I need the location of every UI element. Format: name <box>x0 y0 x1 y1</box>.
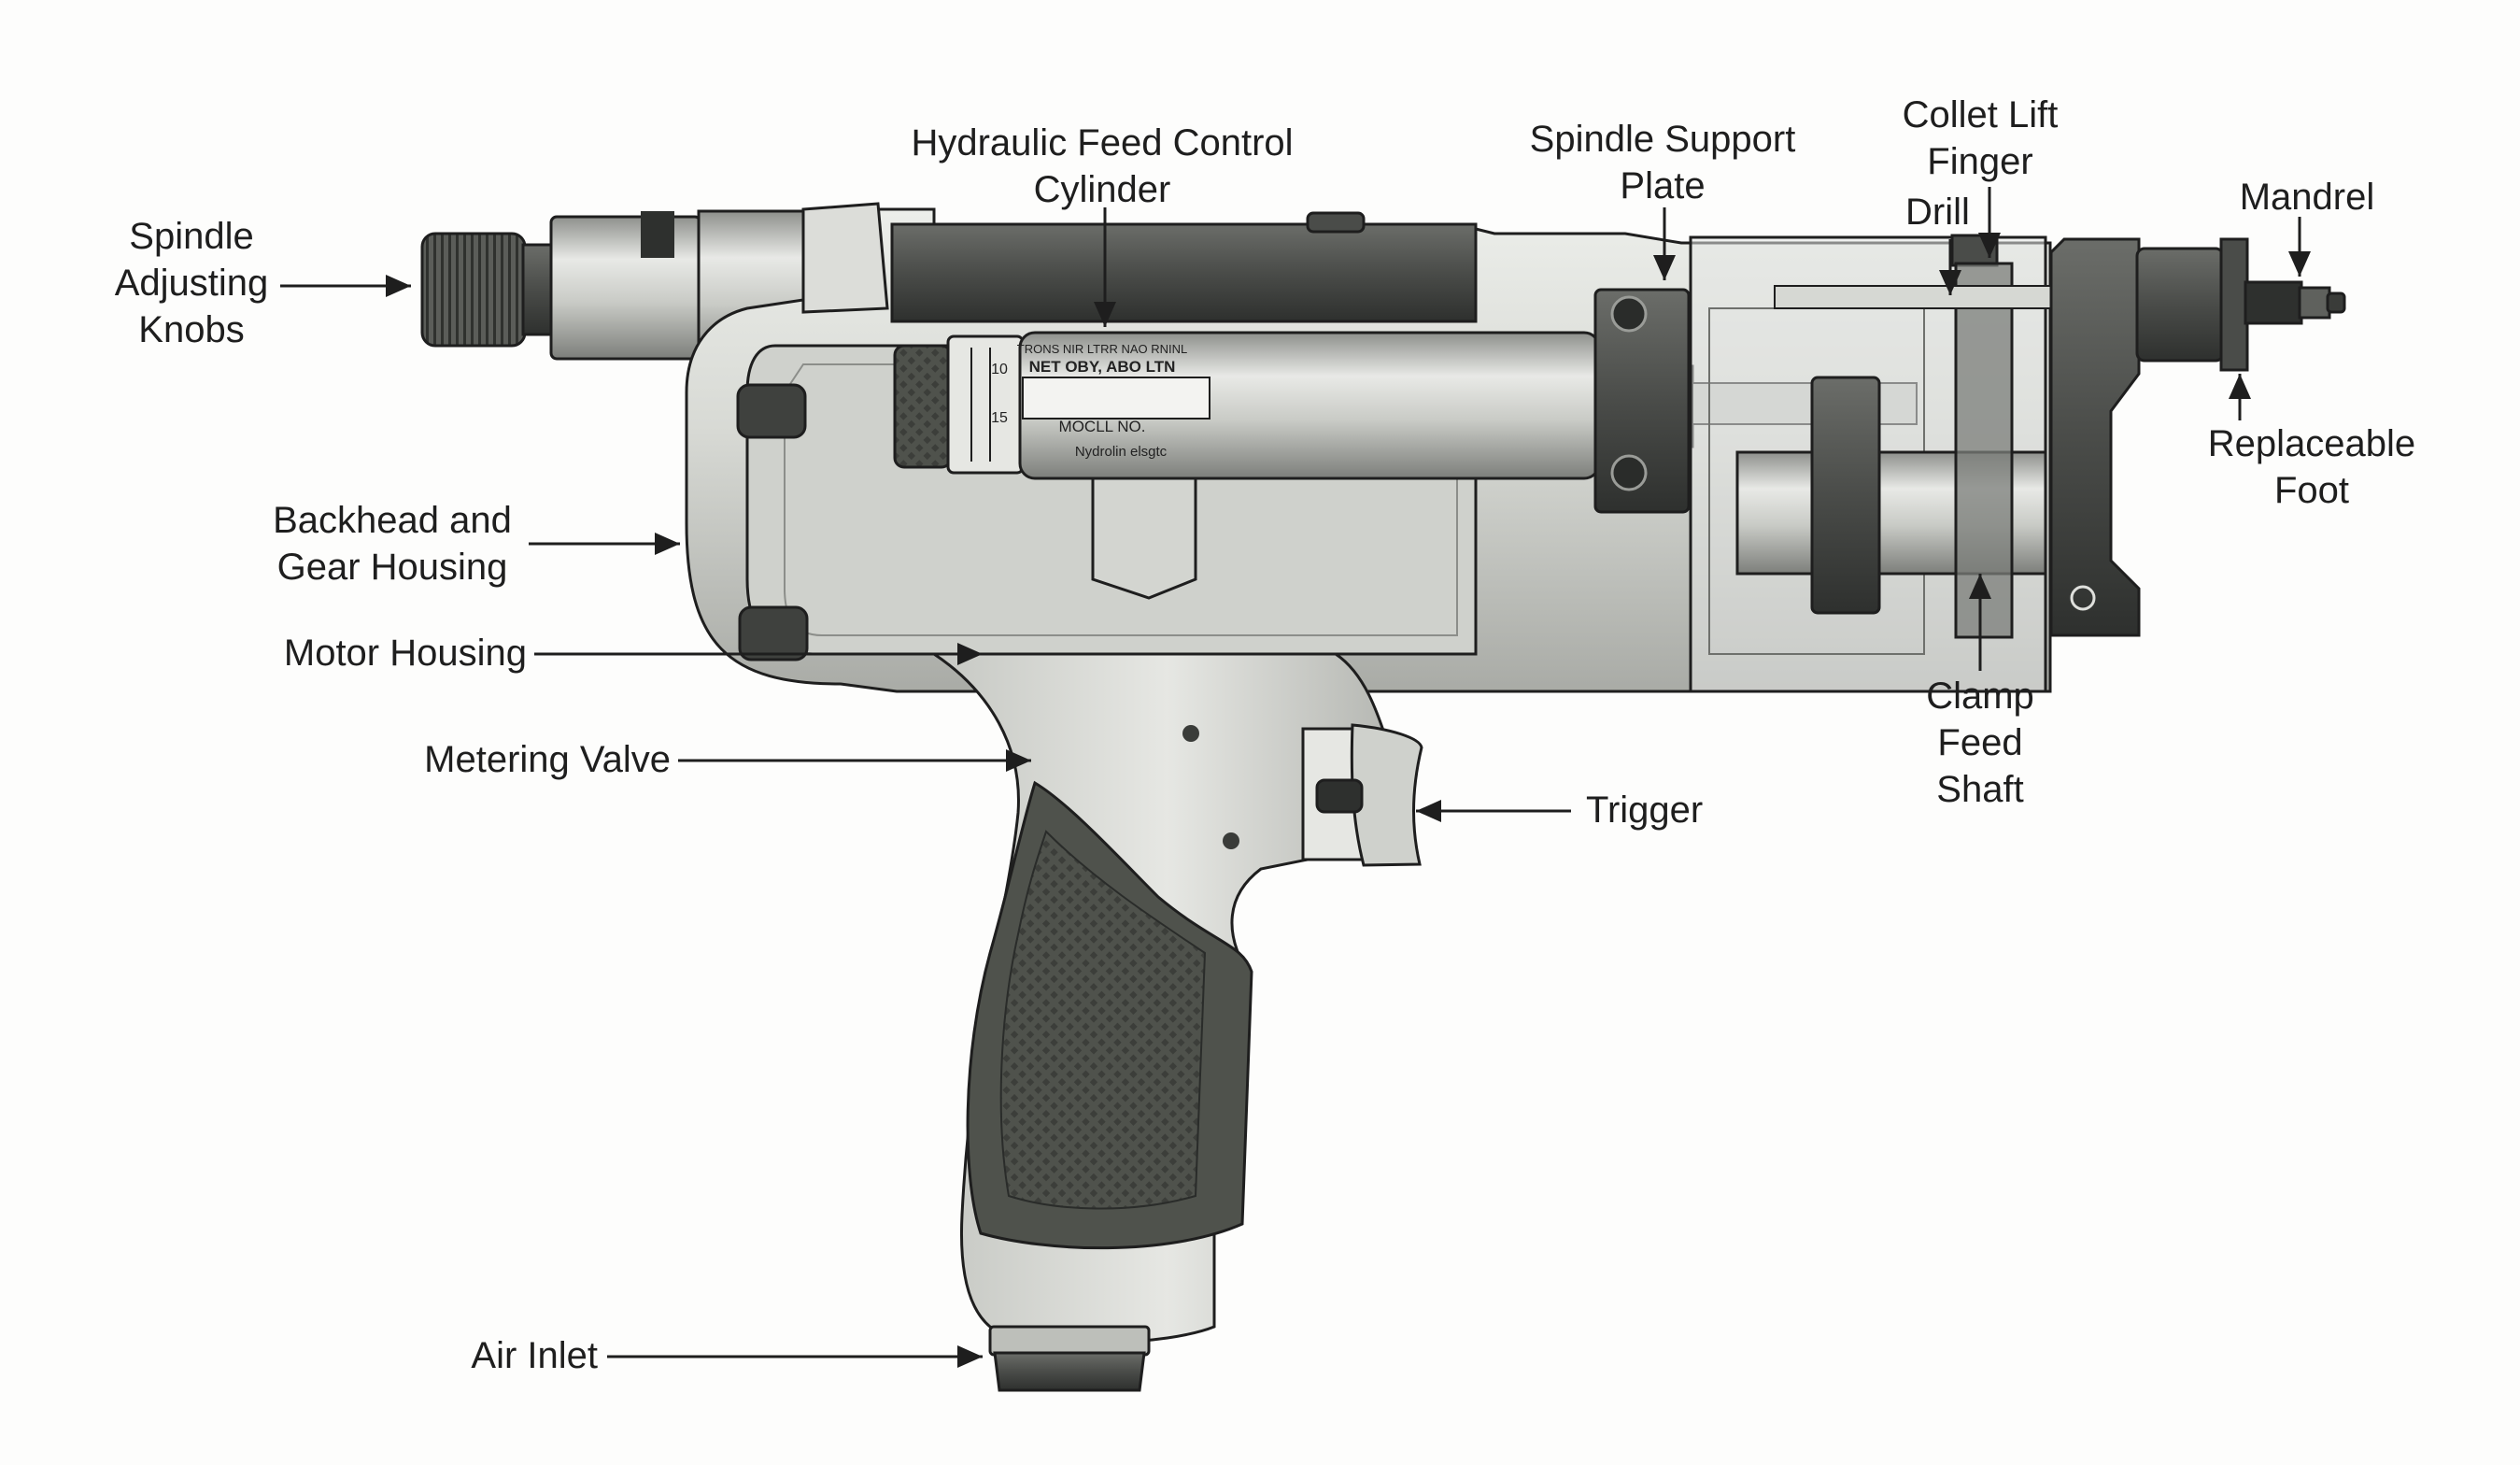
label-collet-lift-finger: Collet Lift Finger <box>1902 94 2059 182</box>
label-backhead-and-gear-housing: Backhead and Gear Housing <box>273 500 512 588</box>
spindle-support-plate <box>1593 288 1691 514</box>
label-metering-valve: Metering Valve <box>424 739 671 780</box>
cylinder-marking-3: MOCLL NO. <box>1059 418 1146 435</box>
mandrel <box>2135 237 2346 372</box>
label-spindle-support-plate: Spindle Support Plate <box>1529 119 1796 206</box>
cylinder-scale-15: 15 <box>991 410 1008 426</box>
trigger <box>1301 723 1423 867</box>
label-clamp-feed-shaft: Clamp Feed Shaft <box>1926 676 2034 810</box>
front-housing <box>1689 234 2056 693</box>
label-spindle-adjusting-knobs: Spindle Adjusting Knobs <box>114 216 269 350</box>
label-hydraulic-feed-control-cylinder: Hydraulic Feed Control Cylinder <box>911 122 1294 210</box>
label-motor-housing: Motor Housing <box>283 633 527 674</box>
leader-arrows <box>280 187 2311 1368</box>
label-trigger: Trigger <box>1586 789 1704 831</box>
label-mandrel: Mandrel <box>2239 177 2375 218</box>
cylinder-scale-10: 10 <box>991 362 1008 377</box>
label-replaceable-foot: Replaceable Foot <box>2207 423 2416 511</box>
cylinder-marking-1: TRONS NIR LTRR NAO RNINL <box>1017 342 1188 356</box>
label-air-inlet: Air Inlet <box>471 1335 598 1376</box>
air-inlet-fitting <box>988 1325 1151 1392</box>
pistol-grip-handle <box>929 652 1403 1344</box>
cylinder-marking-4: Nydrolin elsgtc <box>1075 444 1168 460</box>
replaceable-foot <box>2049 237 2141 637</box>
cylinder-marking-2: NET OBY, ABO LTN <box>1029 358 1176 376</box>
label-drill: Drill <box>1905 192 1970 233</box>
